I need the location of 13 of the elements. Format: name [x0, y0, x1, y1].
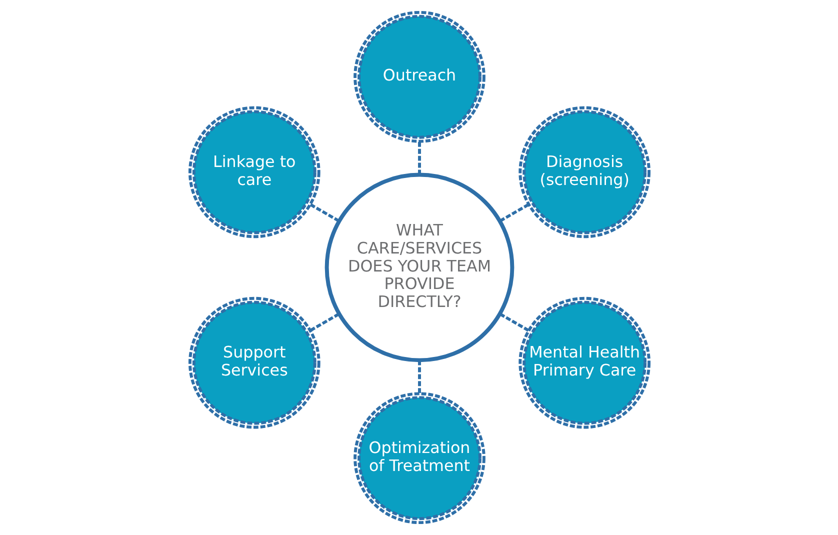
node-circle: Optimization of Treatment: [353, 392, 485, 524]
connector: [418, 360, 420, 394]
node-circle: Outreach: [353, 10, 485, 143]
node-circle: WHAT CARE/SERVICES DOES YOUR TEAM PROVIDE DIRECTLY?: [324, 172, 514, 362]
node-circle: Linkage to care: [188, 106, 320, 238]
connector: [309, 312, 340, 332]
node-circle: Support Services: [188, 296, 320, 429]
connector: [498, 312, 529, 332]
node-circle: Mental Health Primary Care: [518, 296, 650, 429]
connector: [309, 203, 340, 222]
connector: [498, 203, 529, 222]
node-circle: Diagnosis (screening): [518, 106, 650, 238]
connector: [418, 141, 420, 175]
